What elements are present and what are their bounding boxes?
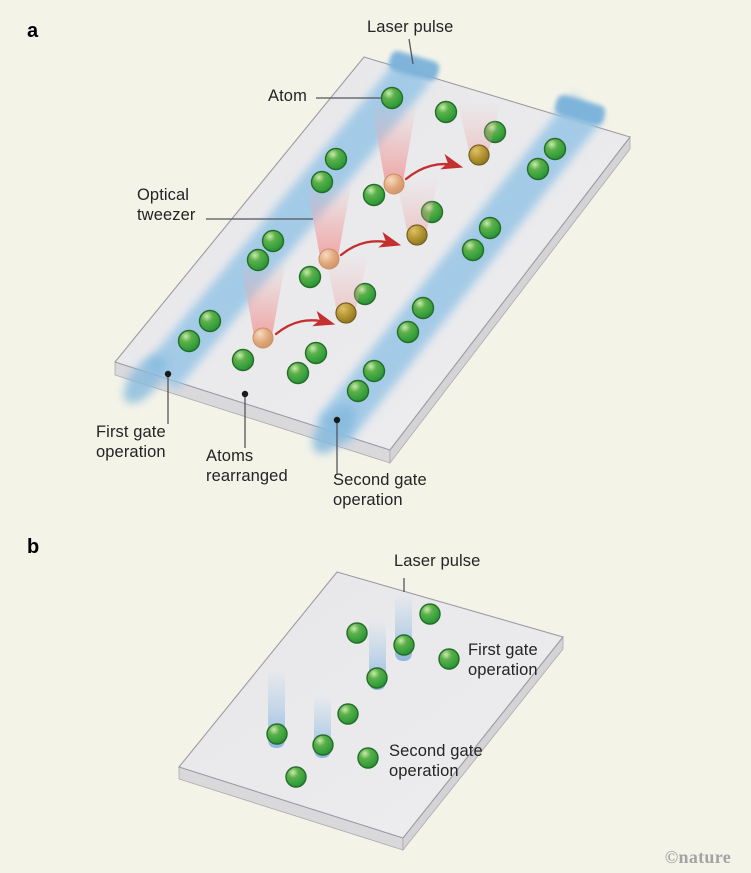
pointer-laser-pulse-a	[408, 38, 414, 65]
atom-green	[393, 634, 415, 656]
atom-gold	[406, 224, 428, 246]
first-gate-laser-stripe	[123, 51, 440, 404]
pointer-dots-a	[164, 370, 341, 424]
panel-b-diagram	[178, 571, 564, 852]
atom-green	[411, 296, 435, 320]
pointer-dot	[241, 390, 249, 398]
atom-green	[526, 157, 550, 181]
label-laser-pulse-a: Laser pulse	[367, 18, 454, 36]
label-atom: Atom	[268, 87, 307, 105]
laser-pulse-cap-icon	[388, 51, 440, 81]
label-laser-pulse-b: Laser pulse	[394, 552, 481, 570]
atom-green	[266, 723, 288, 745]
atom-in-tweezer	[252, 327, 274, 349]
atom-green	[285, 766, 307, 788]
atom-green	[346, 379, 370, 403]
label-first-gate-b: First gate operation	[468, 641, 538, 679]
atom-green	[198, 309, 222, 333]
pointer-dot	[333, 416, 341, 424]
atom-green	[312, 734, 334, 756]
atom-green	[419, 603, 441, 625]
label-second-gate-b: Second gate operation	[389, 742, 483, 780]
atom-green	[298, 265, 322, 289]
optical-tweezer-icon	[457, 100, 501, 165]
atom-green	[438, 648, 460, 670]
atom-green	[362, 359, 386, 383]
optical-tweezer-icon	[395, 175, 439, 245]
label-second-gate-a: Second gate operation	[333, 471, 427, 509]
platform-b-top	[178, 571, 564, 839]
atom-green	[396, 320, 420, 344]
label-first-gate-a: First gate operation	[96, 423, 166, 461]
tweezer-cones-destination	[325, 100, 501, 323]
atom-green	[478, 216, 502, 240]
second-gate-laser-stripe	[312, 93, 606, 454]
atom-green	[337, 703, 359, 725]
optical-tweezer-icon	[306, 180, 352, 268]
move-arrow-icon	[274, 310, 336, 336]
pointer-dot	[164, 370, 172, 378]
nature-credit: ©nature	[664, 847, 731, 867]
atom-green	[324, 147, 348, 171]
atom-green	[304, 341, 328, 365]
atom-green	[543, 137, 567, 161]
atom-green	[362, 183, 386, 207]
atom-in-tweezer	[383, 173, 405, 195]
atom-green	[434, 100, 458, 124]
panel-a-diagram	[114, 38, 631, 474]
panel-a-letter: a	[27, 20, 39, 42]
label-optical-tweezer: Optical tweezer	[137, 186, 196, 224]
atom-green	[246, 248, 270, 272]
optical-tweezer-icon	[240, 260, 286, 347]
atom-move-arrows	[274, 153, 464, 336]
label-atoms-rearranged: Atoms rearranged	[206, 447, 288, 485]
atom-green	[231, 348, 255, 372]
laser-pulse-cap-icon	[554, 95, 606, 125]
move-arrow-icon	[404, 153, 464, 181]
atom-green	[461, 238, 485, 262]
atom-green	[177, 329, 201, 353]
optical-tweezer-icon	[325, 253, 369, 323]
atom-gold	[335, 302, 357, 324]
pointer-lines-a	[167, 38, 414, 474]
atom-green	[310, 170, 334, 194]
panel-b-letter: b	[27, 536, 40, 558]
atom-green	[366, 667, 388, 689]
move-arrow-icon	[339, 232, 402, 257]
atom-in-tweezer	[318, 248, 340, 270]
atom-green	[261, 229, 285, 253]
tweezer-cones-source	[240, 102, 417, 347]
atom-green	[346, 622, 368, 644]
atom-gold	[468, 144, 490, 166]
atom-green	[357, 747, 379, 769]
optical-tweezer-icon	[371, 102, 417, 193]
atom-green	[286, 361, 310, 385]
atom-green	[380, 86, 404, 110]
